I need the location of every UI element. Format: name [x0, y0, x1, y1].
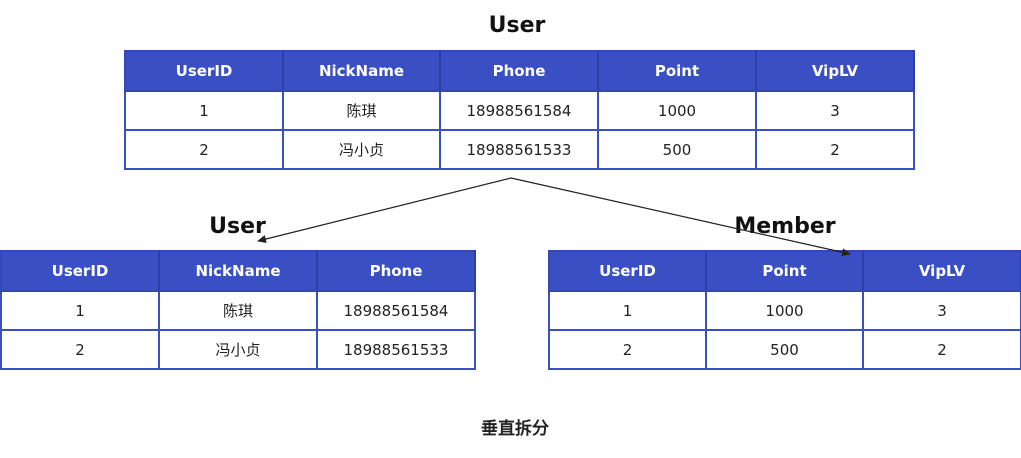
table-cell: 冯小贞: [282, 129, 441, 170]
table-cell: 18988561584: [316, 290, 476, 331]
column-header: UserID: [0, 250, 160, 292]
column-header: VipLV: [862, 250, 1021, 292]
column-header: Point: [597, 50, 757, 92]
table-cell: 3: [755, 90, 915, 131]
right-table-title: Member: [734, 214, 836, 239]
column-header: NickName: [282, 50, 441, 92]
table-cell: 1000: [705, 290, 864, 331]
table-cell: 2: [0, 329, 160, 370]
table-cell: 18988561533: [316, 329, 476, 370]
arrow-to-user-table: [257, 177, 512, 243]
column-header: Phone: [316, 250, 476, 292]
table-cell: 1: [0, 290, 160, 331]
table-cell: 500: [597, 129, 757, 170]
top-user-table: UserID NickName Phone Point VipLV 1 陈琪 1…: [124, 50, 915, 170]
table-header-row: UserID Point VipLV: [548, 250, 1021, 292]
table-cell: 2: [755, 129, 915, 170]
left-table-title: User: [209, 214, 266, 239]
table-cell: 1: [124, 90, 284, 131]
table-cell: 1000: [597, 90, 757, 131]
table-row: 2 冯小贞 18988561533: [0, 329, 476, 370]
column-header: UserID: [124, 50, 284, 92]
column-header: Point: [705, 250, 864, 292]
table-cell: 陈琪: [282, 90, 441, 131]
table-row: 2 500 2: [548, 329, 1021, 370]
table-header-row: UserID NickName Phone: [0, 250, 476, 292]
table-header-row: UserID NickName Phone Point VipLV: [124, 50, 915, 92]
table-cell: 1: [548, 290, 707, 331]
diagram-caption: 垂直拆分: [481, 419, 549, 439]
table-cell: 18988561533: [439, 129, 599, 170]
table-row: 1 陈琪 18988561584 1000 3: [124, 90, 915, 131]
table-cell: 陈琪: [158, 290, 318, 331]
table-cell: 18988561584: [439, 90, 599, 131]
right-member-table: UserID Point VipLV 1 1000 3 2 500 2: [548, 250, 1021, 370]
table-cell: 2: [124, 129, 284, 170]
table-cell: 3: [862, 290, 1021, 331]
table-row: 2 冯小贞 18988561533 500 2: [124, 129, 915, 170]
table-row: 1 1000 3: [548, 290, 1021, 331]
table-cell: 2: [548, 329, 707, 370]
column-header: VipLV: [755, 50, 915, 92]
column-header: Phone: [439, 50, 599, 92]
table-row: 1 陈琪 18988561584: [0, 290, 476, 331]
top-table-title: User: [488, 13, 546, 38]
column-header: NickName: [158, 250, 318, 292]
table-cell: 冯小贞: [158, 329, 318, 370]
table-cell: 2: [862, 329, 1021, 370]
left-user-table: UserID NickName Phone 1 陈琪 18988561584 2…: [0, 250, 476, 370]
column-header: UserID: [548, 250, 707, 292]
table-cell: 500: [705, 329, 864, 370]
